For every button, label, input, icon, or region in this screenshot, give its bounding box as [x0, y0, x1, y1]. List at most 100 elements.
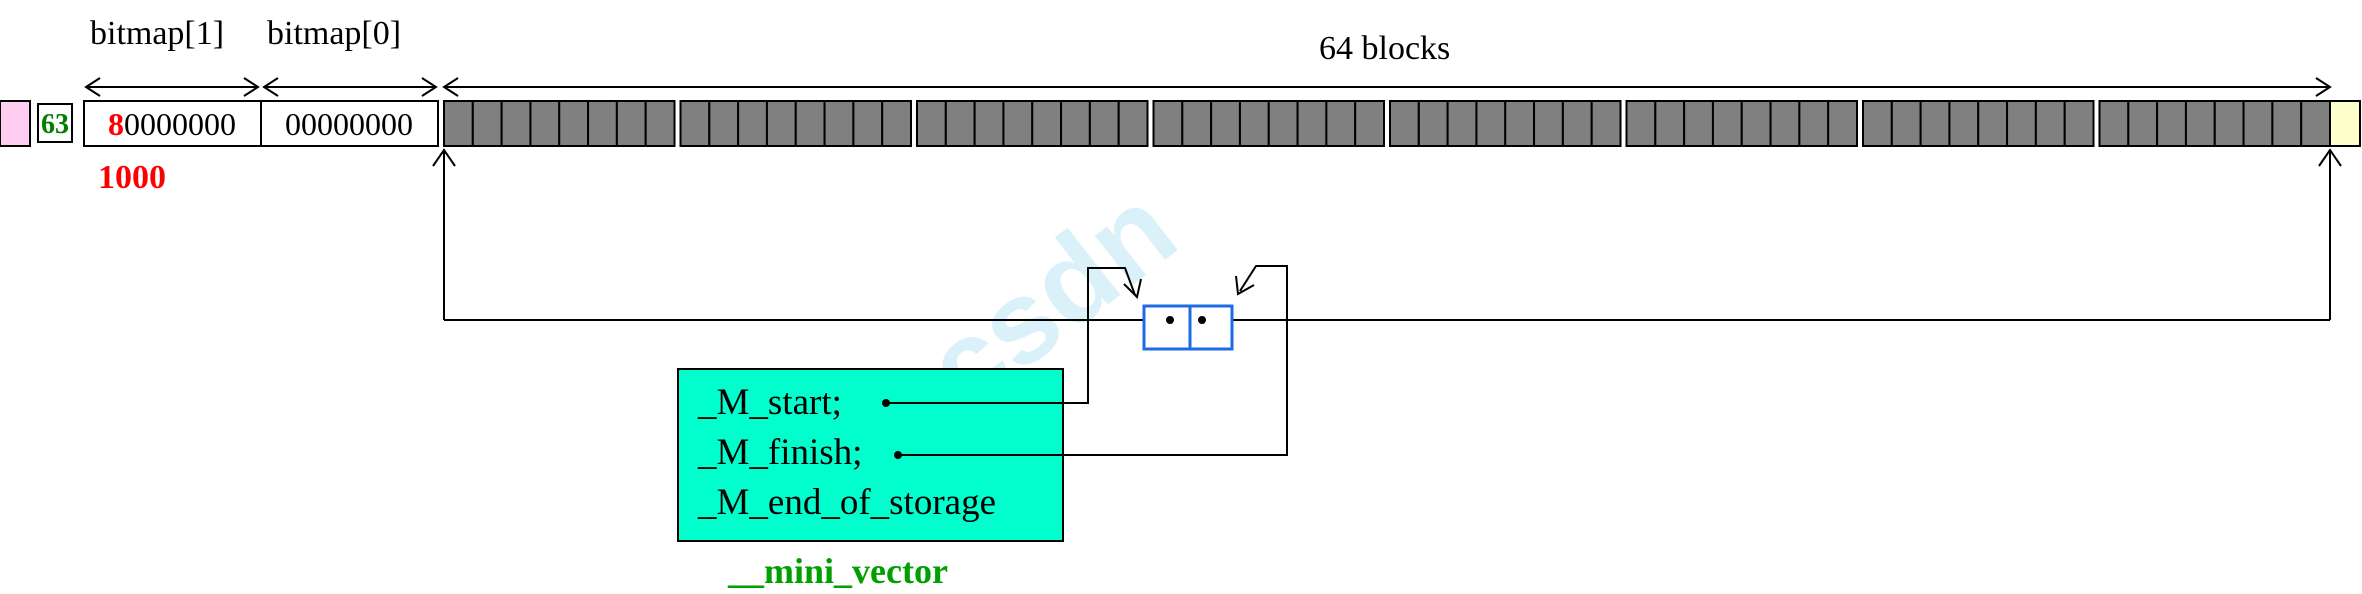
block-36 [1504, 100, 1536, 147]
block-13 [823, 100, 855, 147]
block-29 [1296, 100, 1328, 147]
block-8 [679, 100, 711, 147]
block-59 [2184, 100, 2216, 147]
block-4 [558, 100, 590, 147]
count-cell [37, 103, 73, 143]
block-24 [1152, 100, 1184, 147]
bitmap1-label: bitmap[1] [90, 15, 224, 52]
block-51 [1948, 100, 1980, 147]
block-18 [973, 100, 1005, 147]
block-5 [587, 100, 618, 147]
mini-vector-title: __mini_vector [727, 551, 948, 591]
finish-field-label: _M_finish; [697, 432, 862, 473]
bitmap1-span-left-head [84, 77, 101, 97]
finish-field-connector [898, 265, 1288, 456]
block-45 [1769, 100, 1801, 147]
block-3 [529, 100, 561, 147]
bitmap0-cell [260, 100, 439, 147]
block-50 [1919, 100, 1951, 147]
block-34 [1446, 100, 1478, 147]
block-14 [852, 100, 884, 147]
block-9 [708, 100, 740, 147]
block-38 [1561, 100, 1593, 147]
block-11 [765, 100, 797, 147]
block-41 [1654, 100, 1686, 147]
blocks-span-left-head [442, 77, 459, 97]
pointer-pair-left [1142, 304, 1192, 351]
start-field-connector [886, 267, 1136, 404]
block-56 [2098, 100, 2130, 147]
block-43 [1711, 100, 1743, 147]
block-60 [2213, 100, 2245, 147]
block-15 [881, 100, 913, 147]
block-61 [2242, 100, 2274, 147]
block-49 [1890, 100, 1922, 147]
block-44 [1740, 100, 1772, 147]
block-12 [794, 100, 826, 147]
block-33 [1417, 100, 1449, 147]
block-40 [1625, 100, 1657, 147]
bitmap1-span-right-head [243, 77, 260, 97]
blocks-group [443, 100, 2331, 147]
count-value: 63 [41, 109, 69, 140]
block-39 [1590, 100, 1622, 147]
mini-vector-fields: _M_start; _M_finish; _M_end_of_storage [697, 382, 996, 523]
end-of-storage-field-label: _M_end_of_storage [697, 482, 996, 523]
pink-header-cell [0, 100, 31, 147]
block-0 [443, 100, 474, 147]
block-30 [1325, 100, 1357, 147]
bitmap1-cell [83, 100, 262, 147]
block-53 [2006, 100, 2037, 147]
block-35 [1475, 100, 1507, 147]
bitmap0-span-left-head [262, 77, 279, 97]
start-field-label: _M_start; [697, 382, 842, 423]
block-16 [916, 100, 947, 147]
bitmap1-value: 80000000 [108, 106, 236, 142]
block-55 [2063, 100, 2095, 147]
block-27 [1238, 100, 1270, 147]
block-7 [644, 100, 676, 147]
block-19 [1002, 100, 1034, 147]
bitmap1-rest-digits: 0000000 [124, 106, 236, 142]
block-31 [1354, 100, 1385, 147]
blocks-label: 64 blocks [1319, 30, 1450, 67]
block-26 [1210, 100, 1241, 147]
block-37 [1533, 100, 1564, 147]
pointer-pair-right [1188, 304, 1234, 351]
block-48 [1862, 100, 1893, 147]
block-6 [615, 100, 647, 147]
block-28 [1267, 100, 1299, 147]
block-22 [1088, 100, 1120, 147]
block-10 [737, 100, 768, 147]
block-63 [2300, 100, 2331, 147]
block-46 [1798, 100, 1830, 147]
block-25 [1181, 100, 1213, 147]
pointer-pair-right-dot [1198, 316, 1206, 324]
block-58 [2156, 100, 2187, 147]
bitmap1-first-digit: 8 [108, 106, 124, 142]
block-62 [2271, 100, 2303, 147]
finish-field-connector-head [1235, 275, 1255, 296]
block-32 [1389, 100, 1420, 147]
block-47 [1827, 100, 1858, 147]
bitmap0-label: bitmap[0] [267, 15, 401, 52]
block-1 [471, 100, 503, 147]
block-21 [1060, 100, 1091, 147]
blocks-span-right-head [2315, 77, 2332, 97]
block-2 [500, 100, 532, 147]
block-23 [1117, 100, 1149, 147]
binary-annotation: 1000 [98, 159, 166, 196]
block-20 [1031, 100, 1063, 147]
block-54 [2034, 100, 2066, 147]
block-52 [1977, 100, 2009, 147]
block-57 [2127, 100, 2159, 147]
start-pointer-head [432, 148, 456, 167]
bitmap0-span-right-head [421, 77, 438, 97]
start-field-connector-head [1123, 278, 1142, 299]
block-42 [1683, 100, 1714, 147]
end-pointer-head [2318, 148, 2342, 167]
pointer-pair-left-dot [1166, 316, 1174, 324]
cream-trailer-cell [2329, 100, 2361, 147]
